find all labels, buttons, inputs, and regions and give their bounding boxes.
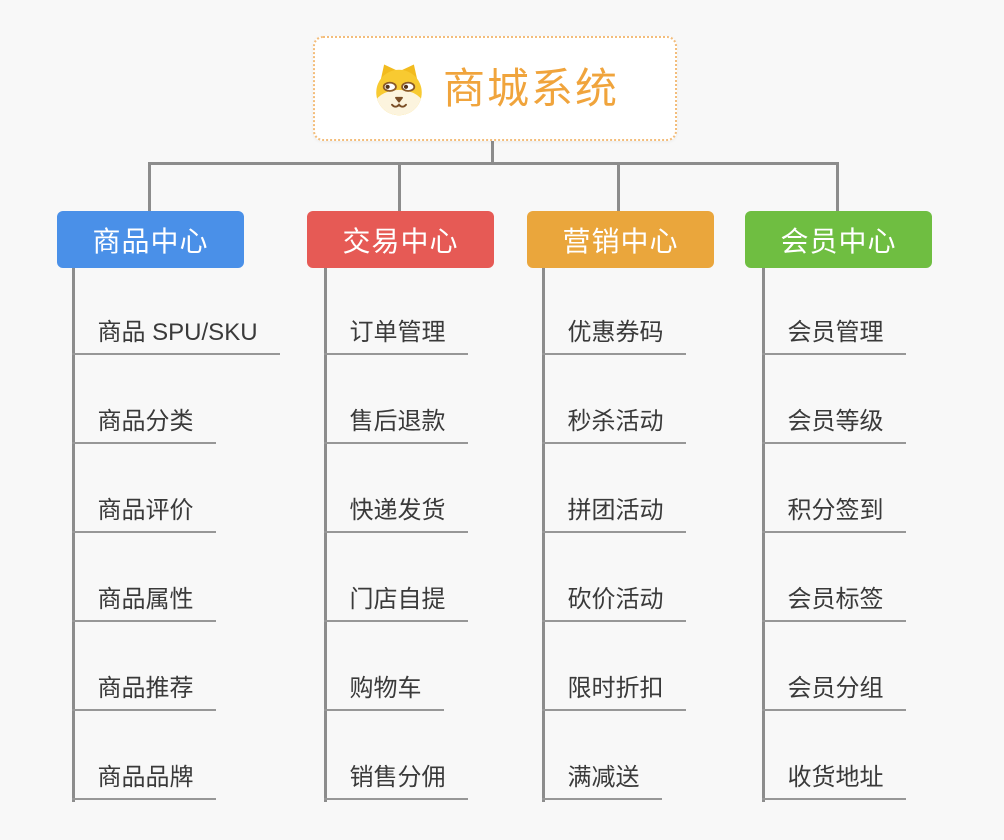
leaf-item[interactable]: 商品推荐 xyxy=(71,671,216,711)
root-trunk-line xyxy=(491,140,494,165)
leaf-item[interactable]: 售后退款 xyxy=(323,404,468,444)
leaf-item[interactable]: 积分签到 xyxy=(761,493,906,533)
leaf-item[interactable]: 满减送 xyxy=(541,760,662,800)
leaf-item[interactable]: 会员分组 xyxy=(761,671,906,711)
leaf-item[interactable]: 限时折扣 xyxy=(541,671,686,711)
leaf-column-product-center: 商品 SPU/SKU 商品分类 商品评价 商品属性 商品推荐 商品品牌 xyxy=(71,268,280,800)
root-node[interactable]: 商城系统 xyxy=(313,36,677,141)
leaf-item[interactable]: 商品品牌 xyxy=(71,760,216,800)
leaf-item[interactable]: 门店自提 xyxy=(323,582,468,622)
leaf-item[interactable]: 销售分佣 xyxy=(323,760,468,800)
branch-drop-line-3 xyxy=(617,162,620,212)
branch-drop-line-2 xyxy=(398,162,401,212)
leaf-item[interactable]: 订单管理 xyxy=(323,315,468,355)
leaf-item[interactable]: 商品分类 xyxy=(71,404,216,444)
leaf-item[interactable]: 商品属性 xyxy=(71,582,216,622)
branch-node-trade-center[interactable]: 交易中心 xyxy=(307,211,494,268)
leaf-item[interactable]: 快递发货 xyxy=(323,493,468,533)
leaf-item[interactable]: 收货地址 xyxy=(761,760,906,800)
branch-node-product-center[interactable]: 商品中心 xyxy=(57,211,244,268)
leaf-item[interactable]: 会员标签 xyxy=(761,582,906,622)
leaf-item[interactable]: 商品评价 xyxy=(71,493,216,533)
column-trunk-line-2 xyxy=(323,268,327,802)
leaf-column-marketing-center: 优惠券码 秒杀活动 拼团活动 砍价活动 限时折扣 满减送 xyxy=(541,268,686,800)
leaf-item[interactable]: 优惠券码 xyxy=(541,315,686,355)
leaf-item[interactable]: 商品 SPU/SKU xyxy=(71,315,280,355)
branch-bus-line xyxy=(148,162,839,165)
leaf-item[interactable]: 购物车 xyxy=(323,671,444,711)
leaf-item[interactable]: 会员管理 xyxy=(761,315,906,355)
branch-drop-line-4 xyxy=(836,162,839,212)
root-title: 商城系统 xyxy=(442,64,619,112)
column-trunk-line-1 xyxy=(71,268,75,802)
leaf-column-trade-center: 订单管理 售后退款 快递发货 门店自提 购物车 销售分佣 xyxy=(323,268,468,800)
column-trunk-line-3 xyxy=(541,268,545,802)
leaf-item[interactable]: 砍价活动 xyxy=(541,582,686,622)
leaf-item[interactable]: 会员等级 xyxy=(761,404,906,444)
leaf-item[interactable]: 拼团活动 xyxy=(541,493,686,533)
shiba-dog-icon xyxy=(376,64,422,115)
branch-drop-line-1 xyxy=(148,162,151,212)
branch-node-member-center[interactable]: 会员中心 xyxy=(745,211,932,268)
leaf-item[interactable]: 秒杀活动 xyxy=(541,404,686,444)
column-trunk-line-4 xyxy=(761,268,765,802)
branch-node-marketing-center[interactable]: 营销中心 xyxy=(527,211,714,268)
leaf-column-member-center: 会员管理 会员等级 积分签到 会员标签 会员分组 收货地址 xyxy=(761,268,906,800)
